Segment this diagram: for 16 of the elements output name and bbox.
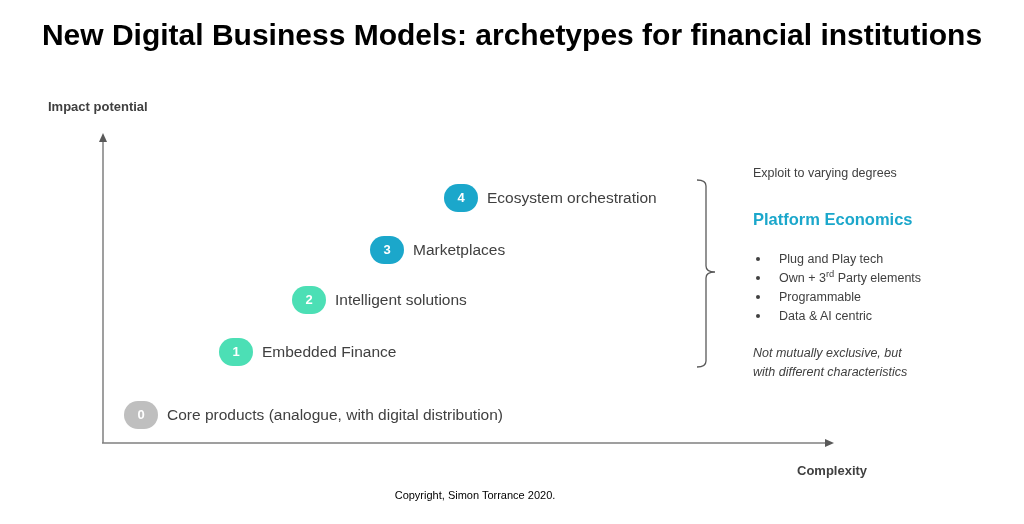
archetype-label: Intelligent solutions [335,290,467,310]
archetype-label: Ecosystem orchestration [487,188,657,208]
diagram-title: New Digital Business Models: archetypes for financial institutions [41,17,983,53]
bullet-text: Programmable [779,289,861,306]
bullet-text: Data & AI centric [779,308,873,325]
axis-title: Impact potential [48,98,148,116]
axis-title: Complexity [797,462,868,480]
intro-text: Exploit to varying degrees [753,165,897,182]
section-heading: Platform Economics [753,209,913,230]
copyright-text: Copyright, Simon Torrance 2020. [394,488,556,503]
archetype-label: Marketplaces [413,240,506,260]
archetype-label: Core products (analogue, with digital distribution) [167,405,503,425]
bullet-text: Plug and Play tech [779,251,884,268]
archetype-label: Embedded Finance [262,342,397,362]
note-text: Not mutually exclusive, but with different characteristics [753,345,909,381]
bullet-text: Own + 3$^{rd}$ Party elements [779,269,922,287]
